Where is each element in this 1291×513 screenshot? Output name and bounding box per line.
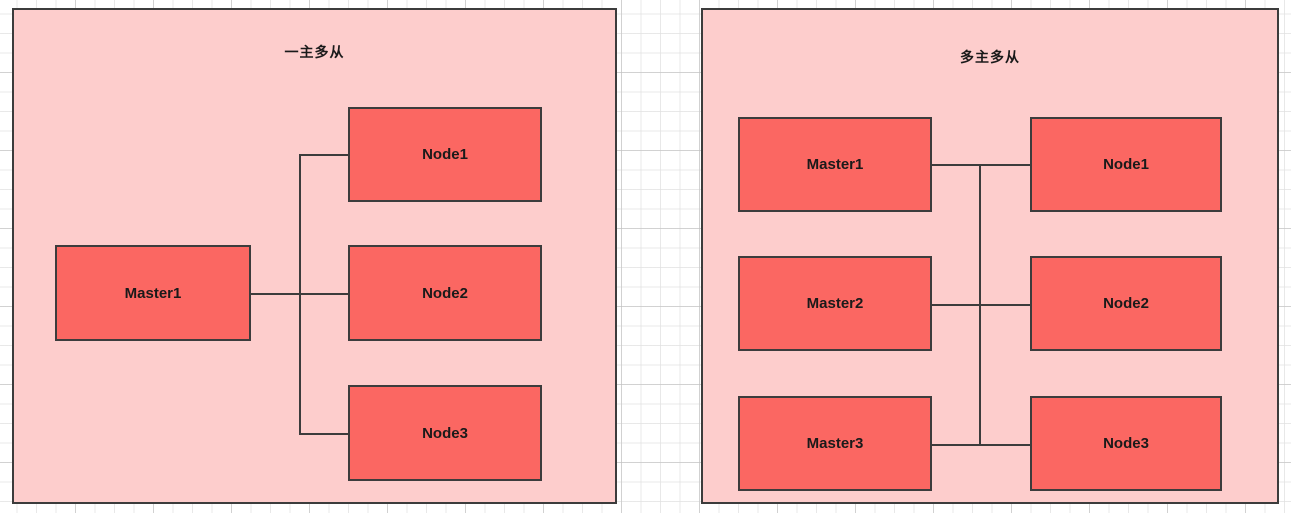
- edge-trunk-to-node3[interactable]: [979, 444, 1031, 446]
- node-box-node3[interactable]: Node3: [348, 385, 542, 481]
- group-multi-master[interactable]: 多主多从 Master1 Master2 Master3 Node1 Node2…: [701, 8, 1279, 504]
- node-box-master2[interactable]: Master2: [738, 256, 932, 351]
- edge-trunk-to-node1[interactable]: [299, 154, 349, 156]
- node-box-node2[interactable]: Node2: [348, 245, 542, 341]
- edge-trunk-to-node2[interactable]: [299, 293, 349, 295]
- edge-master2-to-trunk[interactable]: [932, 304, 981, 306]
- node-box-master3[interactable]: Master3: [738, 396, 932, 491]
- edge-master1-to-trunk[interactable]: [932, 164, 981, 166]
- group-single-master[interactable]: 一主多从 Master1 Node1 Node2 Node3: [12, 8, 617, 504]
- node-box-node1[interactable]: Node1: [1030, 117, 1222, 212]
- edge-trunk-to-node2[interactable]: [979, 304, 1031, 306]
- edge-trunk-to-node1[interactable]: [979, 164, 1031, 166]
- group-single-master-title: 一主多从: [284, 44, 345, 60]
- edge-trunk-to-node3[interactable]: [299, 433, 349, 435]
- edge-master1-to-trunk[interactable]: [251, 293, 300, 295]
- node-box-node2[interactable]: Node2: [1030, 256, 1222, 351]
- node-box-master1[interactable]: Master1: [738, 117, 932, 212]
- group-multi-master-title: 多主多从: [960, 49, 1020, 65]
- node-box-node3[interactable]: Node3: [1030, 396, 1222, 491]
- node-box-master1[interactable]: Master1: [55, 245, 251, 341]
- node-box-node1[interactable]: Node1: [348, 107, 542, 202]
- edge-master3-to-trunk[interactable]: [932, 444, 981, 446]
